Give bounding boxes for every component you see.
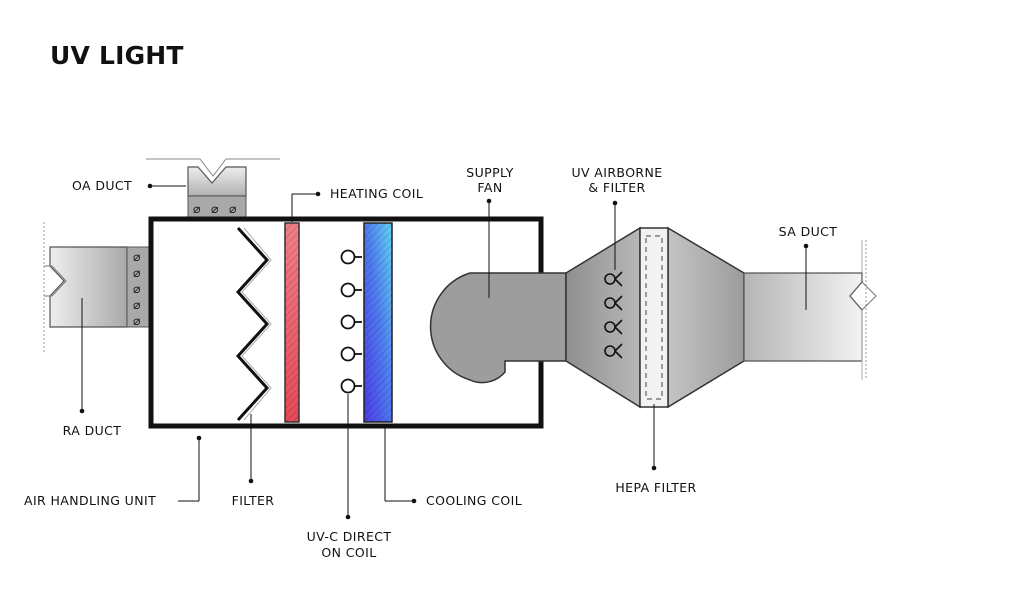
sa-duct <box>743 240 877 380</box>
label-supply-fan-line1: SUPPLY <box>466 165 514 180</box>
damper-symbol: ⌀ <box>133 297 141 312</box>
uv-lamp-icon <box>340 378 362 394</box>
uv-lamp-icon <box>604 295 623 311</box>
uv-airborne-lamps <box>604 271 623 359</box>
oa-damper <box>187 195 247 221</box>
label-supply-fan-line2: FAN <box>477 180 502 195</box>
damper-symbol: ⌀ <box>211 201 219 216</box>
label-uvc-direct-line2: ON COIL <box>321 545 376 560</box>
uv-lamp-icon <box>604 319 623 335</box>
damper-symbol: ⌀ <box>193 201 201 216</box>
label-uvc-direct-line1: UV-C DIRECT <box>307 529 392 544</box>
damper-symbol: ⌀ <box>133 313 141 328</box>
label-oa-duct: OA DUCT <box>72 178 132 193</box>
ra-duct: ⌀ ⌀ ⌀ ⌀ ⌀ <box>43 222 152 352</box>
label-uv-airborne-line2: & FILTER <box>588 180 645 195</box>
damper-symbol: ⌀ <box>229 201 237 216</box>
uv-lamp-icon <box>340 346 362 362</box>
filter <box>235 226 270 422</box>
uv-lamp-icon <box>340 249 362 265</box>
label-cooling-coil: COOLING COIL <box>426 493 522 508</box>
damper-symbol: ⌀ <box>133 265 141 280</box>
label-air-handling-unit: AIR HANDLING UNIT <box>24 493 156 508</box>
uv-lamp-icon <box>340 314 362 330</box>
heating-coil <box>284 222 300 423</box>
page-title: UV LIGHT <box>50 41 184 70</box>
oa-duct: ⌀ ⌀ ⌀ <box>146 158 280 221</box>
uvc-lamps <box>340 249 362 394</box>
cooling-coil <box>363 222 393 423</box>
label-sa-duct: SA DUCT <box>779 224 838 239</box>
label-heating-coil: HEATING COIL <box>330 186 423 201</box>
hepa-filter <box>639 227 669 408</box>
label-hepa-filter: HEPA FILTER <box>615 480 696 495</box>
supply-fan <box>429 272 567 384</box>
label-ra-duct: RA DUCT <box>63 423 122 438</box>
label-filter: FILTER <box>232 493 275 508</box>
uv-lamp-icon <box>604 343 623 359</box>
uv-lamp-icon <box>604 271 623 287</box>
label-uv-airborne-line1: UV AIRBORNE <box>571 165 662 180</box>
uv-airborne-section <box>565 226 745 409</box>
uv-lamp-icon <box>340 282 362 298</box>
leader-lines <box>79 183 809 520</box>
damper-symbol: ⌀ <box>133 249 141 264</box>
damper-symbol: ⌀ <box>133 281 141 296</box>
